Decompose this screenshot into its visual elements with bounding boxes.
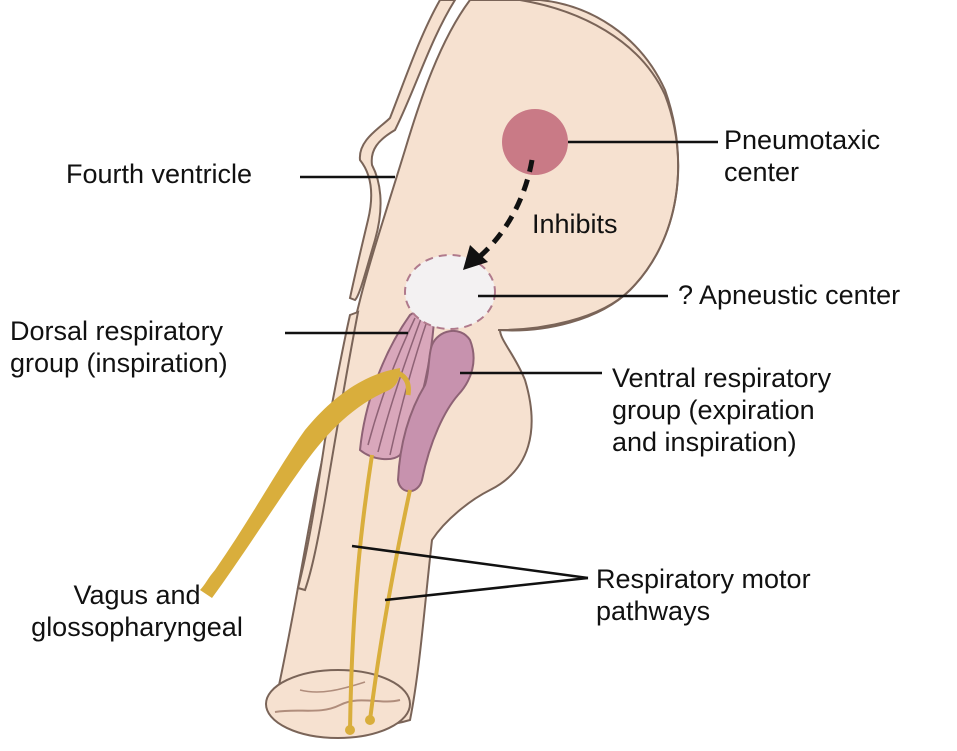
motor-pathway-end-2 (365, 715, 375, 725)
inhibits-arrow (476, 159, 535, 260)
label-ventral-respiratory-group: Ventral respiratory group (expiration an… (612, 362, 831, 458)
label-fourth-ventricle: Fourth ventricle (66, 158, 252, 190)
apneustic-center-shape (404, 254, 496, 330)
cross-section-detail-2 (299, 681, 366, 693)
label-fourth-ventricle-text: Fourth ventricle (66, 159, 253, 189)
label-ventral-line-2: group (expiration (612, 395, 815, 425)
label-motor-line-1: Respiratory motor (596, 564, 811, 594)
leader-motor-1 (351, 544, 589, 580)
motor-pathway-end-1 (345, 725, 355, 735)
label-ventral-line-1: Ventral respiratory (612, 363, 832, 393)
ventral-respiratory-group-shape (396, 330, 475, 493)
label-apneustic-center: ? Apneustic center (678, 279, 900, 311)
label-dorsal-respiratory-group: Dorsal respiratory group (inspiration) (10, 315, 228, 379)
pons-outline (497, 0, 680, 332)
inhibits-arrowhead (463, 245, 488, 270)
label-pneumotaxic-line-2: center (724, 157, 800, 187)
label-apneustic-text: ? Apneustic center (678, 280, 901, 310)
ventricle-wall (348, 0, 457, 302)
label-vagus-line-1: Vagus and (73, 580, 201, 610)
dorsal-stripe-2 (377, 315, 423, 453)
leader-motor-2 (384, 576, 589, 602)
label-inhibits: Inhibits (532, 208, 618, 240)
motor-pathway-2 (368, 489, 412, 721)
label-motor-line-2: pathways (596, 596, 711, 626)
label-vagus-glossopharyngeal: Vagus and glossopharyngeal (2, 579, 272, 643)
motor-pathway-1 (348, 454, 374, 731)
label-inhibits-text: Inhibits (532, 209, 618, 239)
vagus-branch (394, 369, 411, 396)
label-respiratory-motor-pathways: Respiratory motor pathways (596, 563, 811, 627)
medulla-cross-section (265, 669, 411, 739)
label-pneumotaxic-center: Pneumotaxic center (724, 124, 880, 188)
vagus-nerve-shape (200, 368, 400, 598)
label-ventral-line-3: and inspiration) (612, 427, 797, 457)
label-vagus-line-2: glossopharyngeal (31, 612, 243, 642)
label-pneumotaxic-line-1: Pneumotaxic (724, 125, 881, 155)
cross-section-detail (274, 699, 401, 713)
label-dorsal-line-1: Dorsal respiratory (10, 316, 224, 346)
label-dorsal-line-2: group (inspiration) (10, 348, 228, 378)
pneumotaxic-center-shape (502, 109, 568, 175)
